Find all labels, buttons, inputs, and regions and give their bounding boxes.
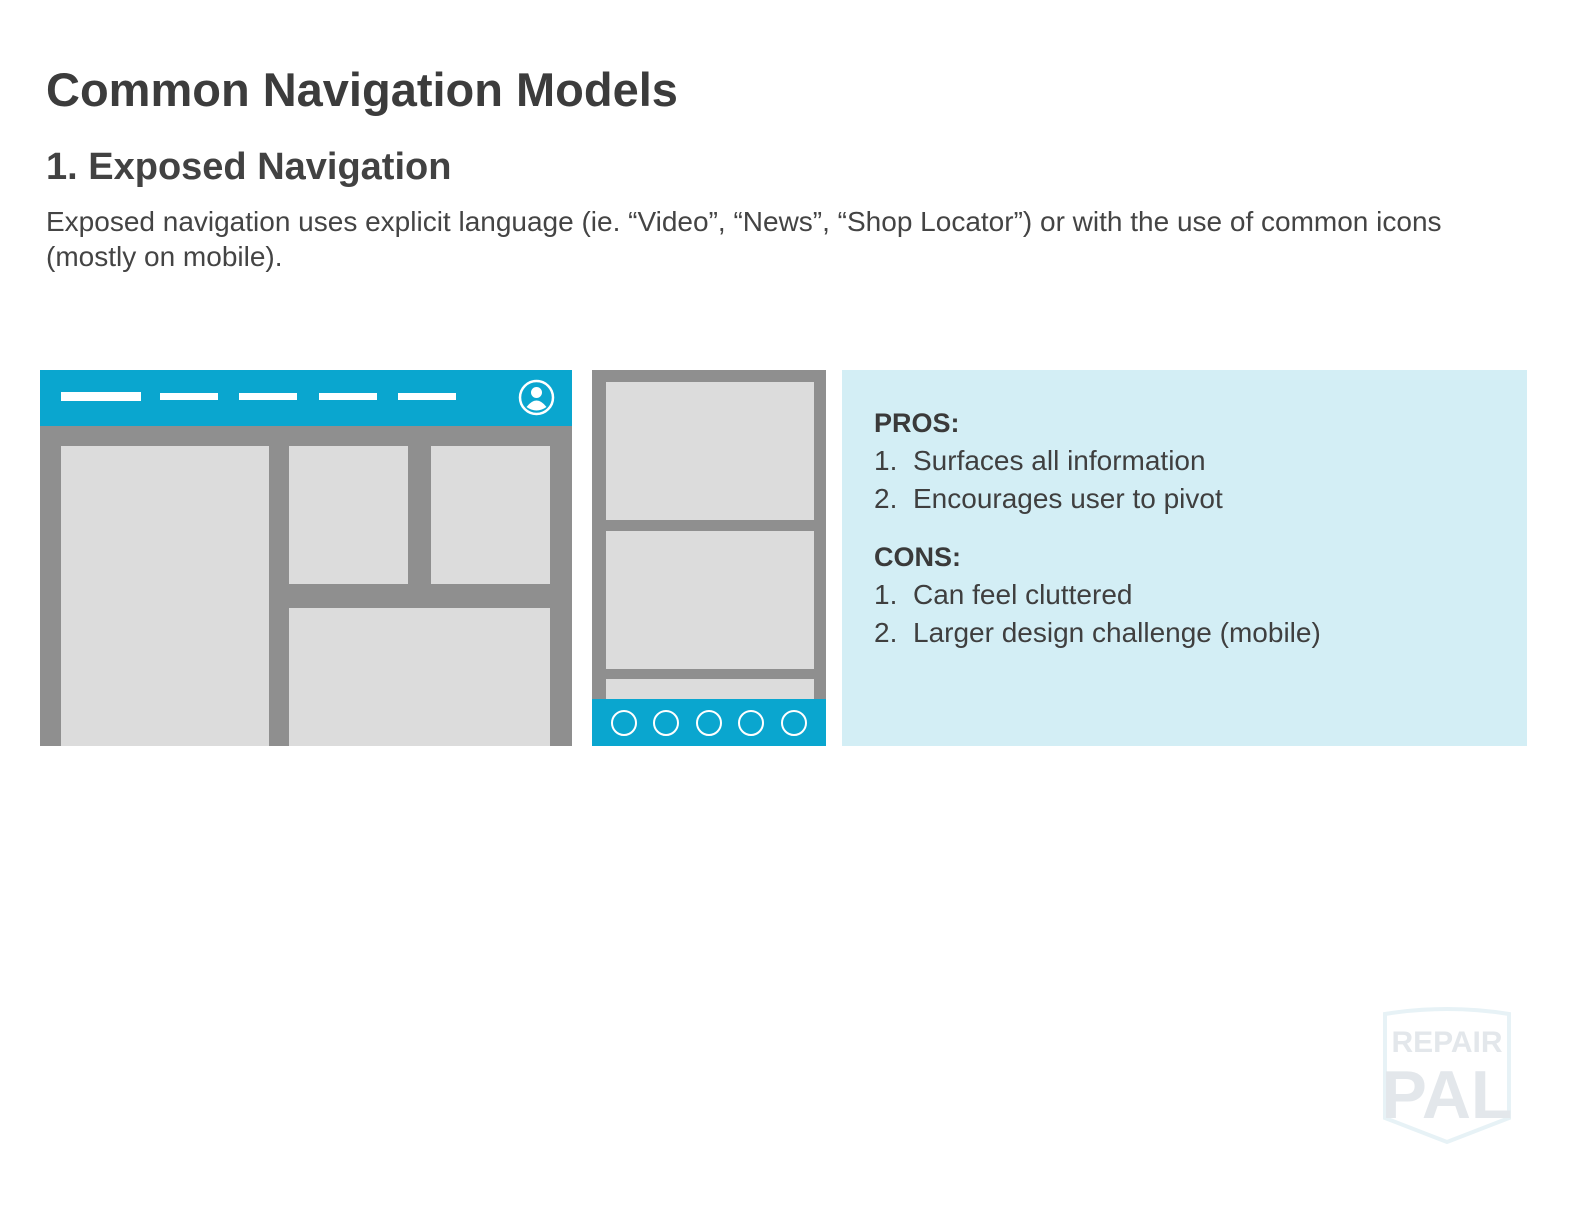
profile-icon <box>518 379 555 416</box>
pros-list: 1. Surfaces all information 2. Encourages … <box>874 442 1223 518</box>
pros-cons-box: PROS: 1. Surfaces all information 2. Encou… <box>842 370 1527 746</box>
logo-text-bottom: PAL <box>1382 1057 1513 1133</box>
desktop-nav-bar <box>40 370 572 426</box>
list-text: Can feel cluttered <box>913 579 1133 610</box>
cons-heading: CONS: <box>874 542 961 572</box>
content-panel-small <box>289 446 408 584</box>
mobile-content-card <box>606 382 814 520</box>
section-subtitle: 1. Exposed Navigation <box>46 146 452 188</box>
tab-circle-icon <box>611 710 637 736</box>
mobile-content-card <box>606 531 814 669</box>
nav-item-placeholder <box>398 393 456 400</box>
list-number: 2. <box>874 483 898 514</box>
pros-heading: PROS: <box>874 408 960 438</box>
tab-circle-icon <box>696 710 722 736</box>
nav-item-placeholder <box>61 392 141 401</box>
list-item: 1. Can feel cluttered <box>874 576 1321 614</box>
logo-text-top: REPAIR <box>1391 1026 1502 1059</box>
content-panel-large <box>61 446 269 746</box>
tab-circle-icon <box>781 710 807 736</box>
nav-item-placeholder <box>239 393 297 400</box>
list-number: 2. <box>874 617 898 648</box>
tab-circle-icon <box>653 710 679 736</box>
desktop-wireframe <box>40 370 572 746</box>
repairpal-logo-watermark: REPAIR PAL <box>1382 1007 1513 1145</box>
list-text: Surfaces all information <box>913 445 1206 476</box>
list-item: 2. Larger design challenge (mobile) <box>874 614 1321 652</box>
section-description: Exposed navigation uses explicit languag… <box>46 206 1442 272</box>
tab-circle-icon <box>738 710 764 736</box>
nav-item-placeholder <box>160 393 218 400</box>
content-panel-small <box>431 446 550 584</box>
list-number: 1. <box>874 579 898 610</box>
mobile-wireframe <box>592 370 826 746</box>
list-text: Encourages user to pivot <box>913 483 1223 514</box>
content-panel-wide <box>289 608 550 746</box>
mobile-tab-bar <box>592 699 826 746</box>
list-item: 1. Surfaces all information <box>874 442 1223 480</box>
list-text: Larger design challenge (mobile) <box>913 617 1321 648</box>
list-number: 1. <box>874 445 898 476</box>
page-title: Common Navigation Models <box>46 63 678 116</box>
list-item: 2. Encourages user to pivot <box>874 480 1223 518</box>
cons-list: 1. Can feel cluttered 2. Larger design cha… <box>874 576 1321 652</box>
nav-item-placeholder <box>319 393 377 400</box>
